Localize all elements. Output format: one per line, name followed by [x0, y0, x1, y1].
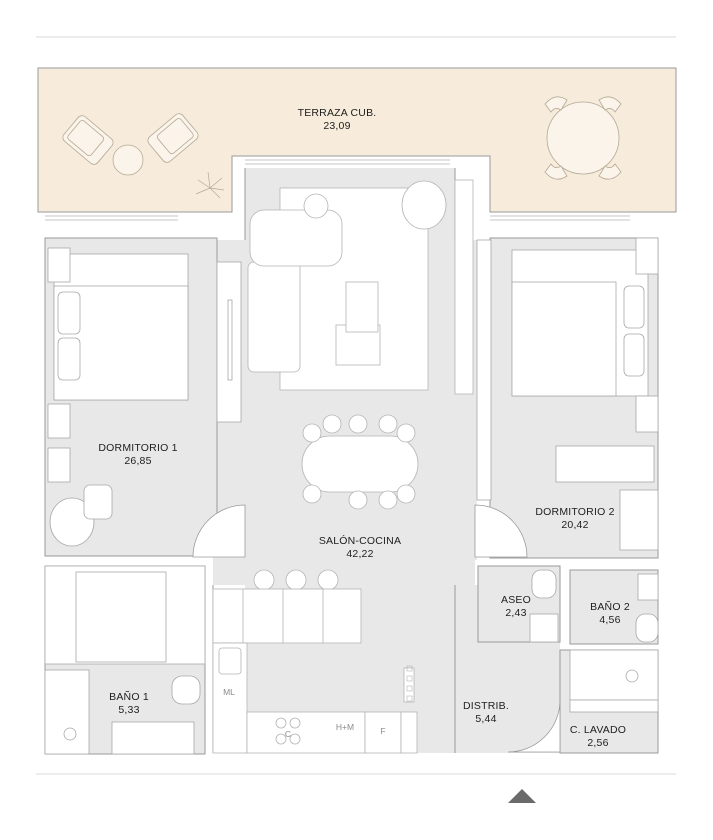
- room-area: 5,33: [118, 704, 140, 716]
- room-name: ASEO: [501, 594, 531, 606]
- room-area: 42,22: [346, 548, 374, 560]
- fridge-label: F: [380, 726, 386, 736]
- room-name: BAÑO 1: [109, 691, 149, 703]
- bed-dormitorio-1: [47, 247, 189, 483]
- bano-1-fixtures: [44, 565, 206, 755]
- room-label-salon-cocina: SALÓN-COCINA 42,22: [319, 535, 401, 561]
- room-label-dormitorio-1: DORMITORIO 1 26,85: [98, 442, 177, 468]
- room-area: 26,85: [124, 455, 152, 467]
- room-area: 20,42: [561, 519, 589, 531]
- room-name: DORMITORIO 1: [98, 442, 178, 454]
- room-label-terraza: TERRAZA CUB. 23,09: [298, 107, 377, 133]
- dining-table: [301, 414, 419, 510]
- room-label-lavado: C. LAVADO 2,56: [570, 724, 626, 750]
- triangle-up-icon: [508, 789, 536, 803]
- room-area: 5,44: [475, 713, 497, 725]
- room-label-bano-2: BAÑO 2 4,56: [590, 601, 630, 627]
- room-label-dormitorio-2: DORMITORIO 2 20,42: [535, 506, 614, 532]
- kitchen: [212, 569, 418, 754]
- terrace-area: [37, 67, 677, 213]
- oven-microwave-label: H+M: [335, 722, 355, 732]
- room-name: C. LAVADO: [569, 724, 627, 736]
- room-area: 2,56: [587, 737, 609, 749]
- room-name: TERRAZA CUB.: [297, 107, 377, 119]
- room-label-aseo: ASEO 2,43: [501, 594, 531, 620]
- living-furniture: [247, 179, 474, 395]
- room-name: SALÓN-COCINA: [318, 535, 402, 547]
- room-name: DORMITORIO 2: [535, 506, 615, 518]
- room-area: 23,09: [323, 120, 351, 132]
- washing-machine-label: ML: [223, 687, 235, 697]
- room-name: DISTRIB.: [463, 700, 509, 712]
- room-name: BAÑO 2: [590, 601, 630, 613]
- room-label-bano-1: BAÑO 1 5,33: [109, 691, 149, 717]
- cooktop-label: C: [284, 729, 292, 739]
- room-area: 4,56: [599, 614, 621, 626]
- room-label-distrib: DISTRIB. 5,44: [463, 700, 509, 726]
- room-area: 2,43: [505, 607, 527, 619]
- bed-dormitorio-2: [476, 237, 659, 551]
